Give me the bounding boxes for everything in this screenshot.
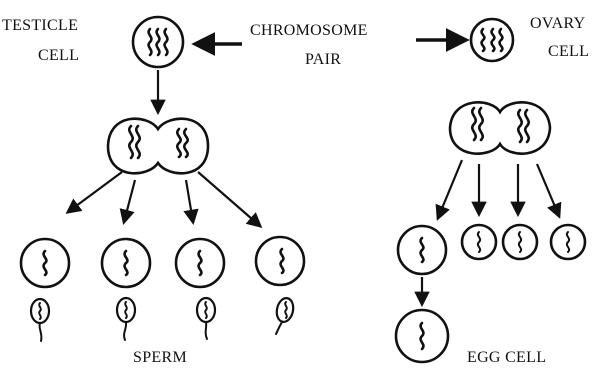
- sperm-2: [115, 296, 137, 341]
- testicle-label-line2: CELL: [38, 47, 79, 64]
- egg-precursor-cell: [396, 224, 448, 276]
- egg-cell: [394, 308, 450, 364]
- arrow-to-sperm-cell-4: [197, 171, 263, 229]
- polar-body-2: [501, 223, 539, 261]
- ovary-cell: [469, 17, 515, 63]
- arrow-to-sperm-cell-2: [119, 179, 137, 225]
- ovary-label-line1: OVARY: [530, 15, 586, 32]
- sperm-3: [195, 296, 217, 340]
- testicle-cell: [131, 15, 185, 69]
- arrow-to-sperm-cell-1: [65, 171, 123, 214]
- polar-body-1: [460, 223, 498, 261]
- arrow-to-sperm-cell-3: [183, 179, 199, 226]
- sperm-cell-1: [19, 237, 71, 289]
- dividing-ovary-cell: [448, 101, 552, 155]
- egg-cell-label: EGG CELL: [467, 349, 546, 366]
- chromosome-label-line1: CHROMOSOME: [250, 22, 368, 39]
- sperm-1: [29, 297, 51, 342]
- testicle-label-line1: TESTICLE: [2, 17, 78, 34]
- sperm-label: SPERM: [133, 349, 187, 366]
- chromosome-label-line2: PAIR: [305, 51, 341, 68]
- polar-body-3: [549, 223, 587, 261]
- sperm-cell-4: [254, 235, 306, 287]
- arrow-to-polar-body-3: [535, 163, 562, 219]
- sperm-4: [275, 297, 295, 335]
- arrow-to-egg-precursor: [435, 159, 464, 221]
- ovary-label-line2: CELL: [548, 43, 589, 60]
- dividing-testicle-cell: [106, 117, 210, 175]
- sperm-cell-2: [100, 237, 152, 289]
- sperm-cell-3: [174, 237, 226, 289]
